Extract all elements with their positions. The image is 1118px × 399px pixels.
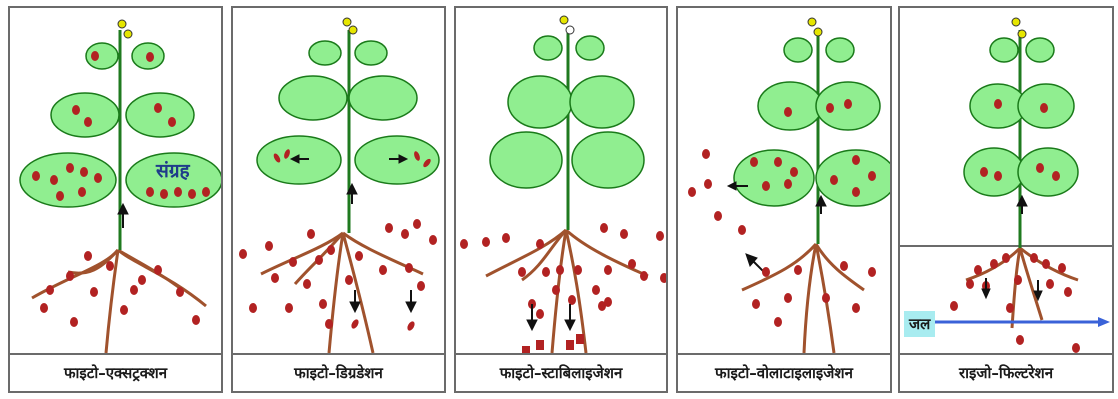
panel-rhizo-filtration: जल राइजो–फिल्टरेशन	[898, 6, 1114, 393]
accumulation-label: संग्रह	[156, 157, 190, 183]
phyto-degradation-illustration	[233, 8, 444, 353]
roots	[32, 250, 206, 353]
phyto-stabilization-illustration	[456, 8, 666, 353]
roots	[486, 230, 648, 353]
flower	[1012, 18, 1026, 38]
roots	[742, 244, 864, 353]
water-flow-arrow-icon	[930, 317, 1110, 327]
caption-rhizo-filtration: राइजो–फिल्टरेशन	[900, 353, 1112, 391]
caption-phyto-volatilization: फाइटो–वोलाटाइलाइजेशन	[678, 353, 890, 391]
soil-particles	[752, 261, 876, 327]
soil-particles	[40, 251, 200, 327]
panel-phyto-stabilization: फाइटो–स्टाबिलाइजेशन	[454, 6, 668, 393]
caption-phyto-extraction: फाइटो–एक्सट्रक्शन	[10, 353, 221, 391]
water-label: जल	[904, 311, 935, 337]
panel-phyto-volatilization: फाइटो–वोलाटाइलाइजेशन	[676, 6, 892, 393]
flower	[343, 18, 357, 34]
roots	[261, 233, 423, 353]
phyto-volatilization-illustration	[678, 8, 890, 353]
leaves	[734, 38, 890, 206]
caption-phyto-stabilization: फाइटो–स्टाबिलाइजेशन	[456, 353, 666, 391]
panel-phyto-extraction: संग्रह फाइटो–एक्सट्रक्शन	[8, 6, 223, 393]
panel-phyto-degradation: फाइटो–डिग्रडेशन	[231, 6, 446, 393]
rhizo-filtration-illustration	[900, 8, 1112, 353]
flower	[808, 18, 822, 36]
caption-phyto-degradation: फाइटो–डिग्रडेशन	[233, 353, 444, 391]
volatilized-particles	[688, 149, 746, 235]
flower	[560, 16, 574, 34]
